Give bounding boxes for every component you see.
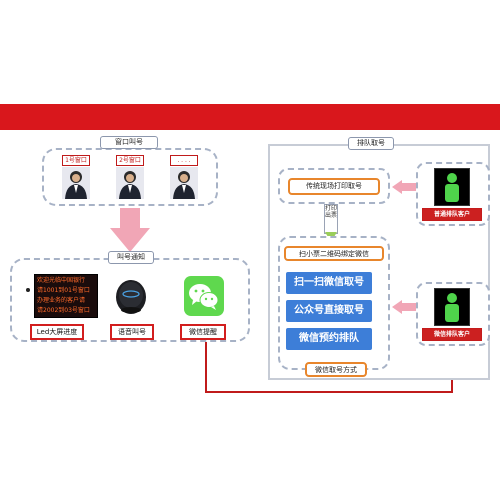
wechat-remind-label: 微信提醒 [180, 324, 226, 340]
traffic-light-icon [445, 293, 459, 322]
led-line: 欢迎光临中国银行 [37, 277, 86, 284]
normal-customer-sign [434, 168, 470, 206]
wechat-methods-footer: 微信取号方式 [305, 362, 367, 377]
speaker-icon [116, 280, 146, 314]
led-progress-label: Led大屏进度 [30, 324, 84, 340]
person-icon [170, 167, 198, 199]
window-1-photo [62, 167, 90, 199]
voice-call-label: 语音叫号 [110, 324, 154, 340]
traffic-light-icon [445, 173, 459, 202]
windows-panel-title: 窗口叫号 [100, 136, 158, 149]
wechat-customer-label: 微信排队客户 [422, 328, 482, 341]
print-paper-text: 打印出票 [325, 205, 338, 219]
wechat-reserve-button[interactable]: 微信预约排队 [286, 328, 372, 350]
arrow-left-icon [392, 180, 416, 194]
window-3-label: . . . . [170, 155, 198, 166]
arrow-down-icon [110, 208, 150, 252]
person-icon [62, 167, 90, 199]
wechat-customer-sign [434, 288, 470, 326]
led-line: 办理业务的客户请 [37, 297, 86, 304]
normal-customer-label: 普通排队客户 [422, 208, 482, 221]
queue-panel-title: 排队取号 [348, 137, 394, 150]
scan-wechat-button[interactable]: 扫一扫微信取号 [286, 272, 372, 294]
notify-panel-title: 叫号通知 [108, 251, 154, 264]
person-icon [116, 167, 144, 199]
led-bullet [26, 288, 30, 292]
scan-bind-wechat-label: 扫小票二维码绑定微信 [284, 246, 384, 261]
led-screen-icon: 欢迎光临中国银行 请1001到01号窗口 办理业务的客户请 请2002到03号窗… [34, 274, 98, 318]
window-2-label: 2号窗口 [116, 155, 144, 166]
top-banner [0, 104, 500, 130]
arrow-left-icon [392, 300, 416, 314]
led-line: 请1001到01号窗口 [37, 287, 90, 294]
wechat-icon [184, 276, 224, 316]
print-ticket-button[interactable]: 传统现场打印取号 [288, 178, 380, 195]
window-3-photo [170, 167, 198, 199]
led-line: 请2002到03号窗口 [37, 307, 90, 314]
window-2-photo [116, 167, 144, 199]
official-account-button[interactable]: 公众号直接取号 [286, 300, 372, 322]
window-1-label: 1号窗口 [62, 155, 90, 166]
